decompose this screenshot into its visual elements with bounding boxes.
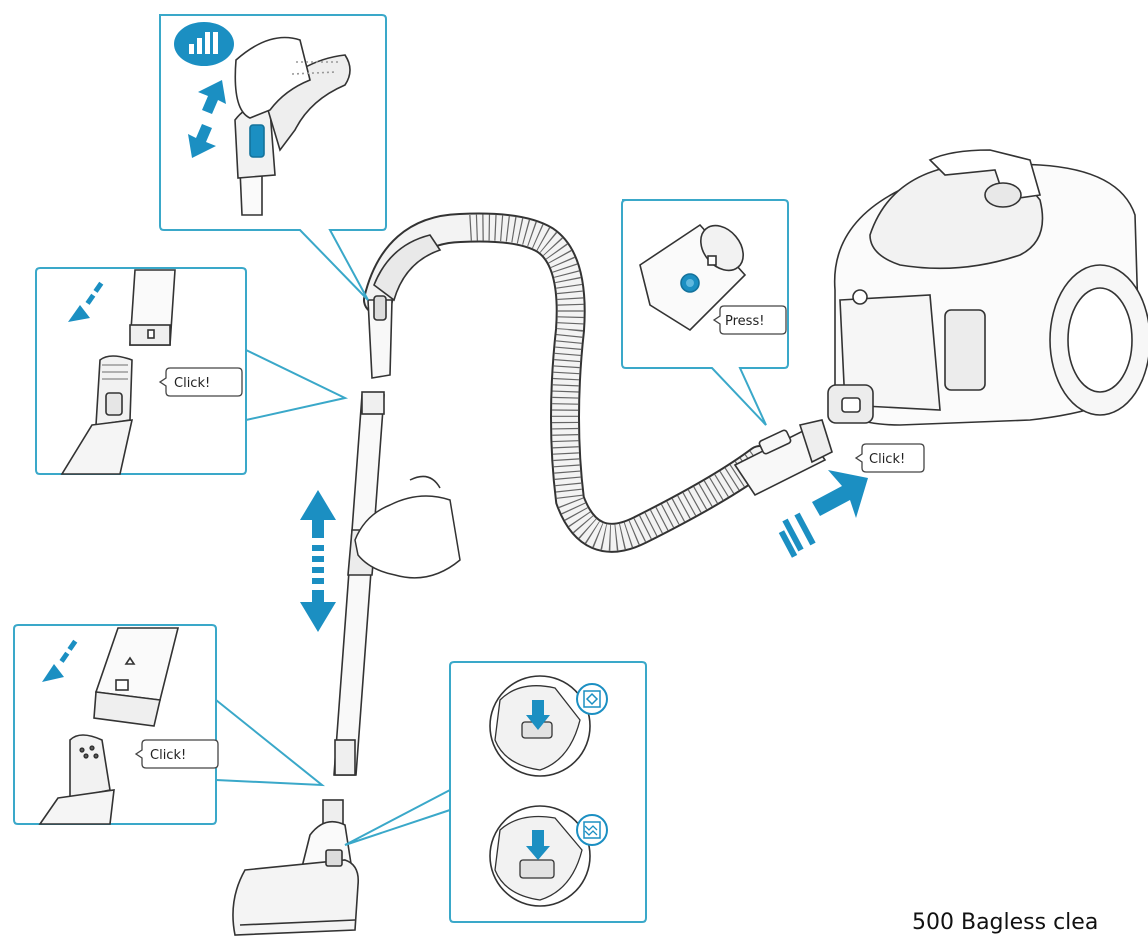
click-text-tube: Click! (174, 376, 210, 391)
carpet-icon (576, 814, 608, 846)
telescope-adjust-arrow (300, 490, 336, 632)
hose-connector (733, 419, 833, 497)
slide-arrow (188, 80, 226, 158)
press-label: Press! (712, 305, 787, 335)
down-arrow (68, 281, 104, 322)
click-text-nozzle: Click! (150, 748, 186, 763)
handle-detail (234, 36, 351, 216)
click-text-hose: Click! (869, 452, 905, 467)
suction-power-icon (174, 22, 234, 66)
click-label-tube: Click! (158, 367, 243, 397)
hose-release-detail (639, 223, 747, 332)
click-label-nozzle: Click! (134, 739, 219, 769)
press-text: Press! (725, 314, 764, 329)
hard-floor-icon (576, 683, 608, 715)
hose-handle (367, 234, 442, 379)
vacuum-body (827, 149, 1148, 426)
carpet-mode-detail (489, 805, 608, 907)
hard-floor-mode-detail (489, 675, 608, 777)
hose-insert-arrow (778, 470, 868, 558)
panel-floor-mode (344, 661, 647, 923)
panel-suction-control (159, 14, 387, 301)
hose (363, 212, 775, 553)
hand-on-tube (354, 475, 461, 579)
panel-tube-click: Click! (35, 267, 349, 475)
click-label-hose: Click! (854, 443, 925, 473)
nozzle-connector-parts (38, 627, 180, 825)
floor-nozzle (232, 799, 360, 936)
tube-parts (60, 269, 176, 475)
down-arrow (42, 639, 78, 682)
telescopic-tube (333, 391, 385, 776)
panel-hose-release: Press! (621, 199, 789, 426)
footer-caption: 500 Bagless clea (912, 910, 1099, 935)
panel-nozzle-click: Click! (13, 624, 326, 825)
